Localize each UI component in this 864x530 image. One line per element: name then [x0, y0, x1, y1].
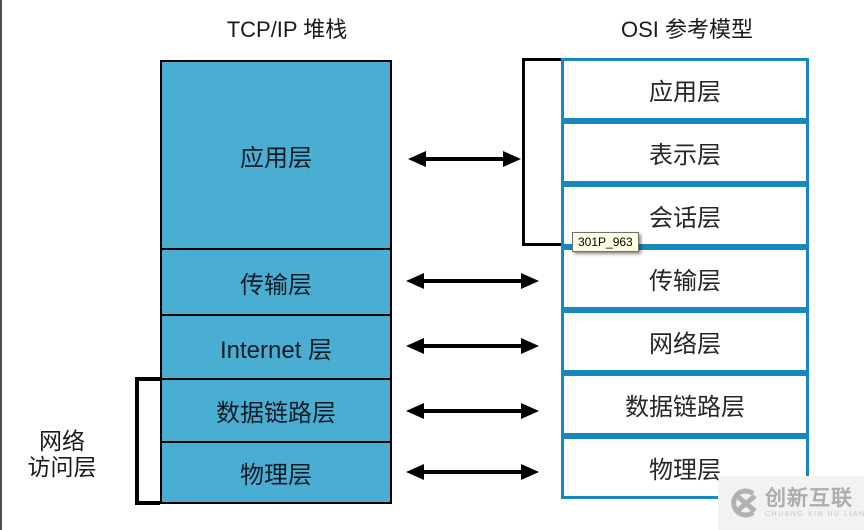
osi-layer-application: 应用层 [561, 58, 809, 121]
tcpip-layer-application: 应用层 [240, 144, 312, 172]
cx-logo-icon [731, 488, 757, 518]
tcpip-layer-datalink: 数据链路层 [162, 378, 390, 441]
osi-model: 应用层 表示层 会话层 传输层 网络层 数据链路层 物理层 [561, 58, 809, 499]
network-access-label-line1: 网络 [39, 428, 85, 454]
tcpip-layer-internet: Internet 层 [162, 314, 390, 378]
osi-layer-datalink: 数据链路层 [561, 373, 809, 436]
watermark-subtitle: CHUANG XIN HU LIAN [765, 510, 864, 518]
watermark-text: 创新互联 CHUANG XIN HU LIAN [765, 486, 864, 519]
tcpip-layer-physical: 物理层 [162, 441, 390, 502]
tcpip-stack: 应用层 传输层 Internet 层 数据链路层 物理层 [160, 60, 392, 504]
tcpip-title: TCP/IP 堆栈 [226, 17, 348, 42]
tooltip-301p-963: 301P_963 [572, 232, 639, 252]
network-access-label: 网络 访问层 [24, 428, 100, 480]
osi-upper-layers-bracket [522, 58, 561, 246]
double-arrow-transport [406, 273, 539, 289]
watermark: 创新互联 CHUANG XIN HU LIAN [718, 476, 864, 530]
osi-layer-network: 网络层 [561, 310, 809, 373]
watermark-name: 创新互联 [765, 486, 853, 510]
osi-layer-transport: 传输层 [561, 247, 809, 310]
double-arrow-datalink [406, 403, 539, 419]
osi-layer-presentation: 表示层 [561, 121, 809, 184]
tcpip-layer-transport: 传输层 [162, 248, 390, 314]
network-access-bracket [135, 377, 160, 505]
osi-title: OSI 参考模型 [620, 17, 753, 42]
double-arrow-physical [406, 464, 539, 480]
double-arrow-internet-network [406, 338, 539, 354]
network-access-label-line2: 访问层 [27, 454, 97, 480]
double-arrow-application [408, 151, 521, 167]
